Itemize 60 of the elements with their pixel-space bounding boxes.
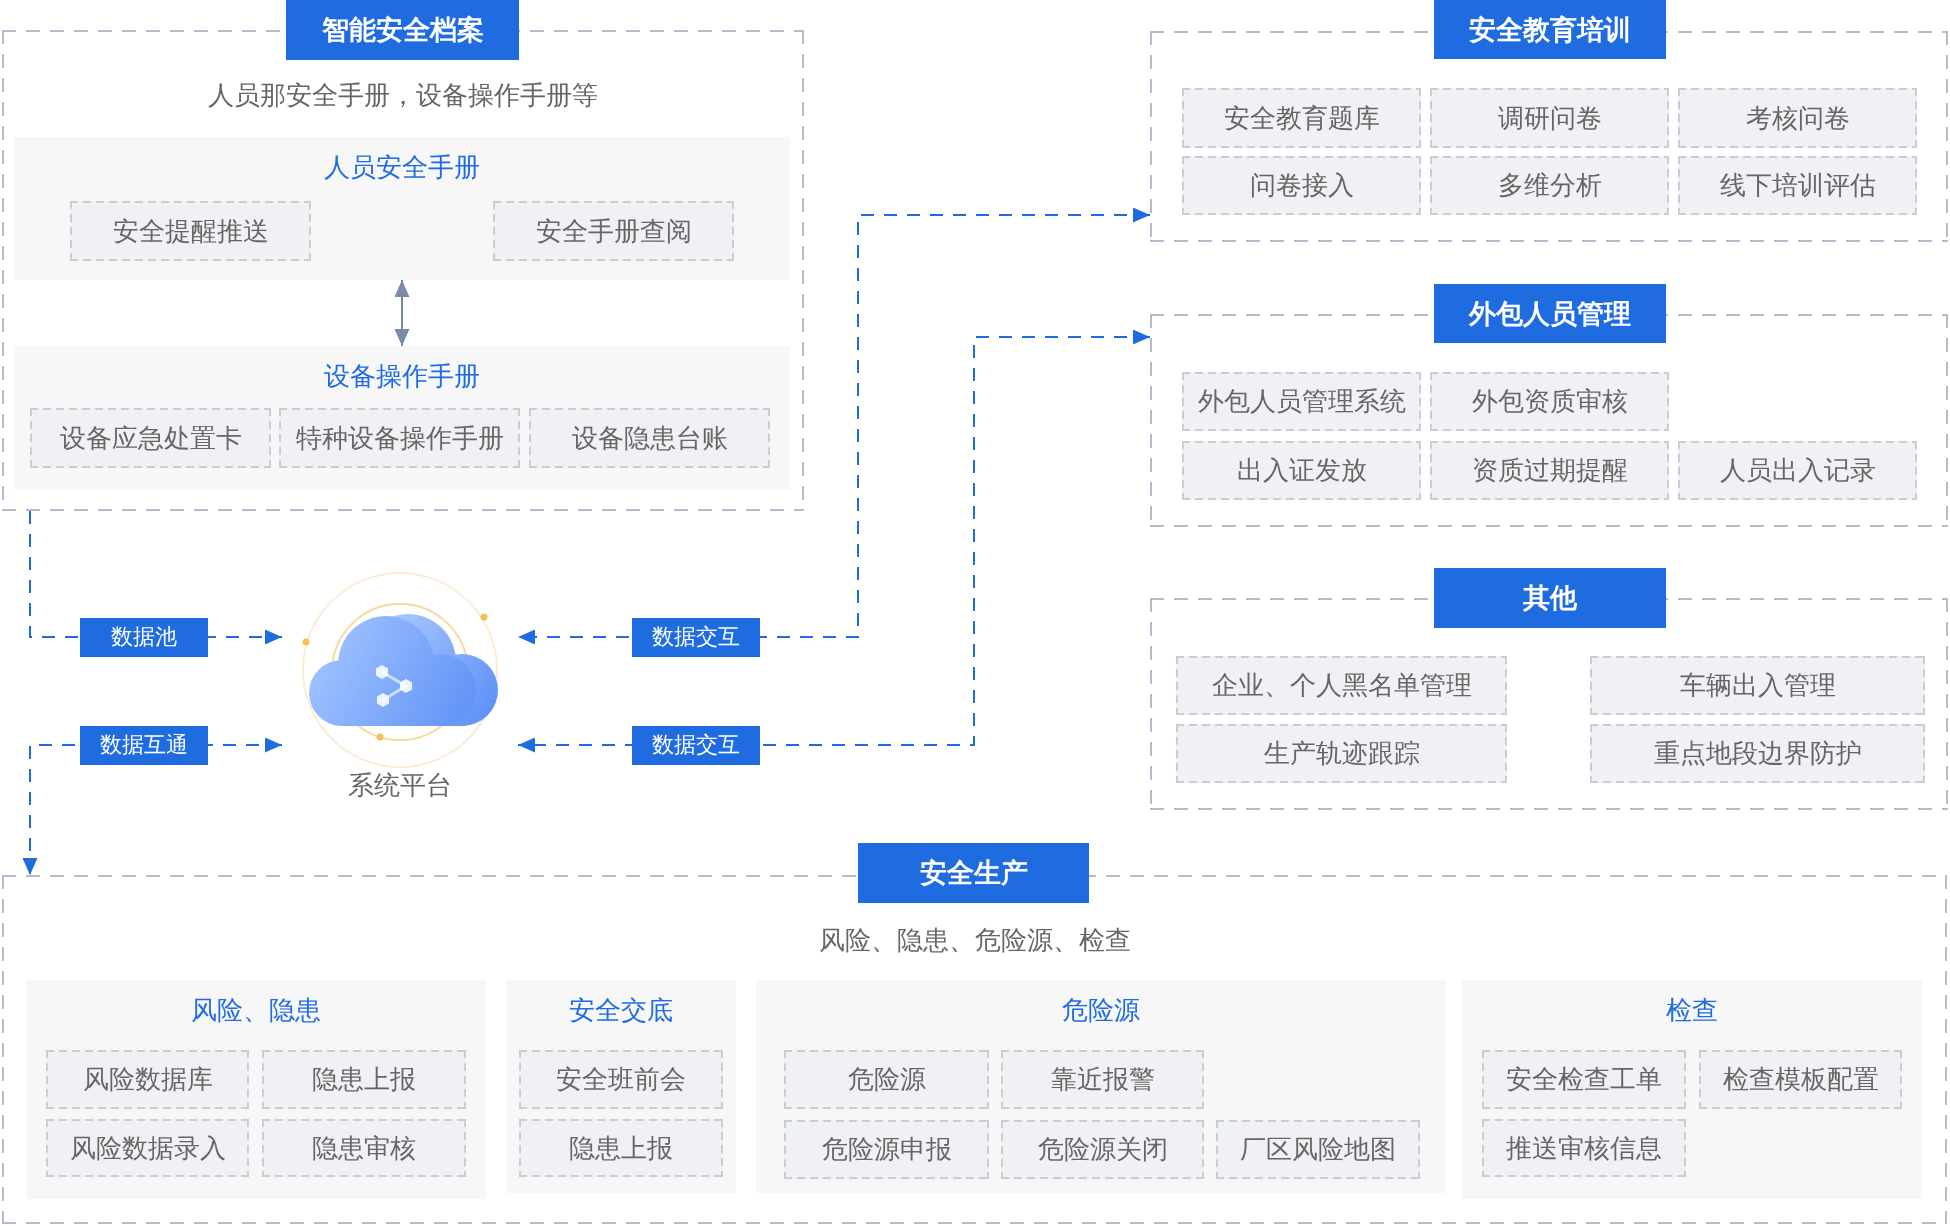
- panel: [756, 980, 1446, 1193]
- feature-item: 风险数据录入: [46, 1119, 249, 1177]
- section-title: 其他: [1434, 568, 1666, 628]
- feature-item: 特种设备操作手册: [279, 408, 520, 468]
- feature-item: 设备隐患台账: [529, 408, 770, 468]
- feature-item: 多维分析: [1430, 156, 1669, 215]
- feature-item: 外包资质审核: [1430, 372, 1669, 431]
- double-arrow: [394, 279, 410, 347]
- feature-item: 风险数据库: [46, 1050, 249, 1109]
- feature-item: 生产轨迹跟踪: [1176, 724, 1507, 783]
- panel-heading: 设备操作手册: [324, 361, 480, 391]
- feature-item: 线下培训评估: [1678, 156, 1917, 215]
- edge-label: 数据互通: [80, 725, 208, 765]
- feature-item: 外包人员管理系统: [1182, 372, 1421, 431]
- section-title: 安全生产: [858, 843, 1089, 903]
- platform-caption: 系统平台: [348, 770, 452, 800]
- feature-item: 危险源关闭: [1001, 1120, 1204, 1179]
- feature-item: 考核问卷: [1678, 88, 1917, 148]
- feature-item: 隐患审核: [262, 1119, 466, 1177]
- edge-label: 数据池: [80, 617, 208, 657]
- section-title: 安全教育培训: [1434, 0, 1666, 59]
- panel-heading: 人员安全手册: [324, 152, 480, 182]
- feature-item: 出入证发放: [1182, 441, 1421, 500]
- feature-item: 危险源申报: [784, 1120, 989, 1179]
- panel: [14, 137, 790, 280]
- section-subtitle: 风险、隐患、危险源、检查: [818, 925, 1131, 955]
- feature-item: 检查模板配置: [1699, 1050, 1902, 1109]
- panel: [26, 980, 486, 1199]
- dashed-double-arrow: [517, 329, 1151, 753]
- feature-item: 安全教育题库: [1182, 88, 1421, 148]
- feature-item: 人员出入记录: [1678, 441, 1917, 500]
- panel-heading: 风险、隐患: [191, 995, 321, 1025]
- feature-item: 安全班前会: [519, 1050, 723, 1109]
- feature-item: 设备应急处置卡: [30, 408, 271, 468]
- feature-item: 危险源: [784, 1050, 989, 1109]
- panel-heading: 危险源: [1062, 995, 1140, 1025]
- section-title: 智能安全档案: [286, 0, 519, 60]
- feature-item: 重点地段边界防护: [1590, 724, 1925, 783]
- feature-item: 推送审核信息: [1482, 1119, 1686, 1177]
- feature-item: 靠近报警: [1001, 1050, 1204, 1109]
- panel: [14, 346, 790, 490]
- feature-item: 调研问卷: [1430, 88, 1669, 148]
- feature-item: 安全检查工单: [1482, 1050, 1686, 1109]
- feature-item: 资质过期提醒: [1430, 441, 1669, 500]
- panel: [506, 980, 736, 1193]
- feature-item: 隐患上报: [262, 1050, 466, 1109]
- feature-item: 厂区风险地图: [1216, 1120, 1420, 1179]
- feature-item: 企业、个人黑名单管理: [1176, 656, 1507, 715]
- edge-label: 数据交互: [632, 617, 760, 657]
- edge-label: 数据交互: [632, 725, 760, 765]
- feature-item: 安全提醒推送: [70, 201, 311, 261]
- panel-heading: 安全交底: [569, 995, 673, 1025]
- panel-heading: 检查: [1666, 995, 1718, 1025]
- section-subtitle: 人员那安全手册，设备操作手册等: [208, 80, 598, 110]
- section-title: 外包人员管理: [1434, 284, 1666, 343]
- feature-item: 问卷接入: [1182, 156, 1421, 215]
- feature-item: 车辆出入管理: [1590, 656, 1925, 715]
- feature-item: 安全手册查阅: [493, 201, 734, 261]
- feature-item: 隐患上报: [519, 1119, 723, 1177]
- panel: [1462, 980, 1922, 1199]
